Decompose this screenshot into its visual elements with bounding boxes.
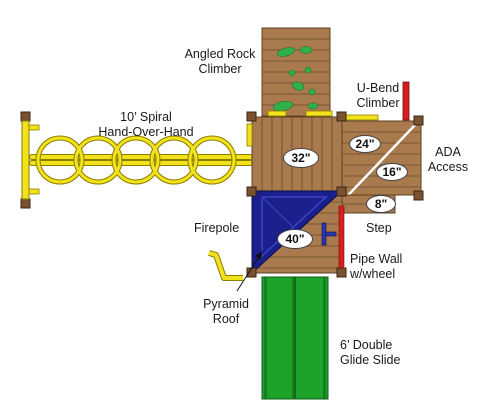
label-spiral-line2: Hand-Over-Hand — [98, 125, 194, 139]
label-pipewall-line1: Pipe Wall — [350, 252, 403, 266]
rock-climber-panel — [261, 27, 331, 117]
label-spiral-line1: 10’ Spiral — [120, 110, 172, 124]
label-ubend-line1: U-Bend — [356, 81, 400, 95]
height-badge-ramp-lower: 16" — [376, 163, 408, 181]
firepole — [208, 250, 243, 281]
rock-holds — [272, 46, 319, 112]
label-rock-climber-line2: Climber — [198, 62, 242, 76]
label-ubend: U-Bend Climber — [348, 81, 408, 111]
label-pyramid: Pyramid Roof — [196, 297, 256, 327]
lower-post-bottom-right — [336, 267, 347, 278]
label-pipewall-line2: w/wheel — [350, 267, 396, 281]
pipe-wall — [338, 205, 345, 269]
height-badge-step: 8" — [366, 195, 396, 213]
label-ada-line2: Access — [427, 160, 469, 174]
label-rock-climber: Angled Rock Climber — [168, 47, 272, 77]
label-slide-line2: Glide Slide — [340, 353, 401, 367]
lower-post-top-left — [246, 186, 257, 197]
double-glide-slide — [261, 276, 329, 400]
u-bend-climber — [402, 81, 410, 121]
height-badge-roof: 40" — [277, 229, 313, 249]
label-pipewall: Pipe Wall w/wheel — [350, 252, 402, 282]
label-pyramid-line1: Pyramid — [203, 297, 249, 311]
label-rock-climber-line1: Angled Rock — [184, 47, 256, 61]
deck-post-top-right — [336, 111, 347, 122]
spiral-post-top — [20, 111, 31, 122]
leader-lines — [236, 250, 263, 292]
lower-post-top-right — [336, 186, 347, 197]
deck-post-top-left — [246, 111, 257, 122]
spiral-hand-over-hand — [20, 111, 253, 209]
label-ubend-line2: Climber — [356, 96, 400, 110]
height-badge-deck: 32" — [283, 148, 319, 168]
height-badge-ramp-upper: 24" — [349, 135, 381, 153]
ramp-post-top — [413, 115, 424, 126]
steering-wheel-icon — [321, 222, 337, 246]
label-slide: 6’ Double Glide Slide — [340, 338, 400, 368]
label-spiral: 10’ Spiral Hand-Over-Hand — [80, 110, 212, 140]
label-pyramid-line2: Roof — [212, 312, 240, 326]
label-ada: ADA Access — [420, 145, 476, 175]
ramp-post-bottom — [413, 190, 424, 201]
label-slide-line1: 6’ Double — [340, 338, 393, 352]
label-step: Step — [366, 221, 392, 235]
label-firepole: Firepole — [194, 221, 240, 235]
label-ada-line1: ADA — [435, 145, 461, 159]
spiral-post-bottom — [20, 198, 31, 209]
